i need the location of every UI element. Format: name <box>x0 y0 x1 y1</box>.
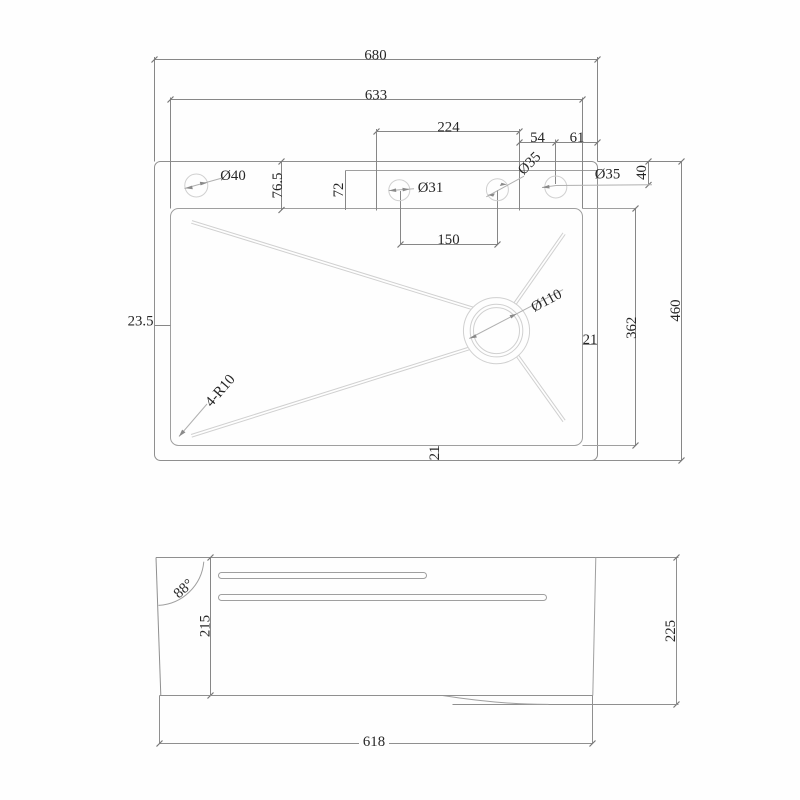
svg-text:362: 362 <box>624 317 640 339</box>
svg-text:Ø31: Ø31 <box>418 180 443 196</box>
svg-text:21: 21 <box>427 446 443 461</box>
svg-text:224: 224 <box>437 119 460 135</box>
svg-text:633: 633 <box>365 87 387 103</box>
svg-text:72: 72 <box>331 183 347 198</box>
svg-text:54: 54 <box>530 130 545 146</box>
svg-text:680: 680 <box>364 48 386 64</box>
svg-text:225: 225 <box>663 620 679 642</box>
svg-text:150: 150 <box>437 232 459 248</box>
svg-text:23.5: 23.5 <box>128 313 154 329</box>
svg-text:21: 21 <box>583 332 598 348</box>
svg-text:460: 460 <box>668 299 684 321</box>
svg-text:618: 618 <box>363 734 385 750</box>
svg-text:76.5: 76.5 <box>270 173 286 199</box>
svg-text:Ø40: Ø40 <box>220 168 245 184</box>
svg-text:Ø35: Ø35 <box>595 166 620 182</box>
svg-text:215: 215 <box>198 615 214 637</box>
svg-text:40: 40 <box>634 165 650 180</box>
svg-text:61: 61 <box>570 130 585 146</box>
